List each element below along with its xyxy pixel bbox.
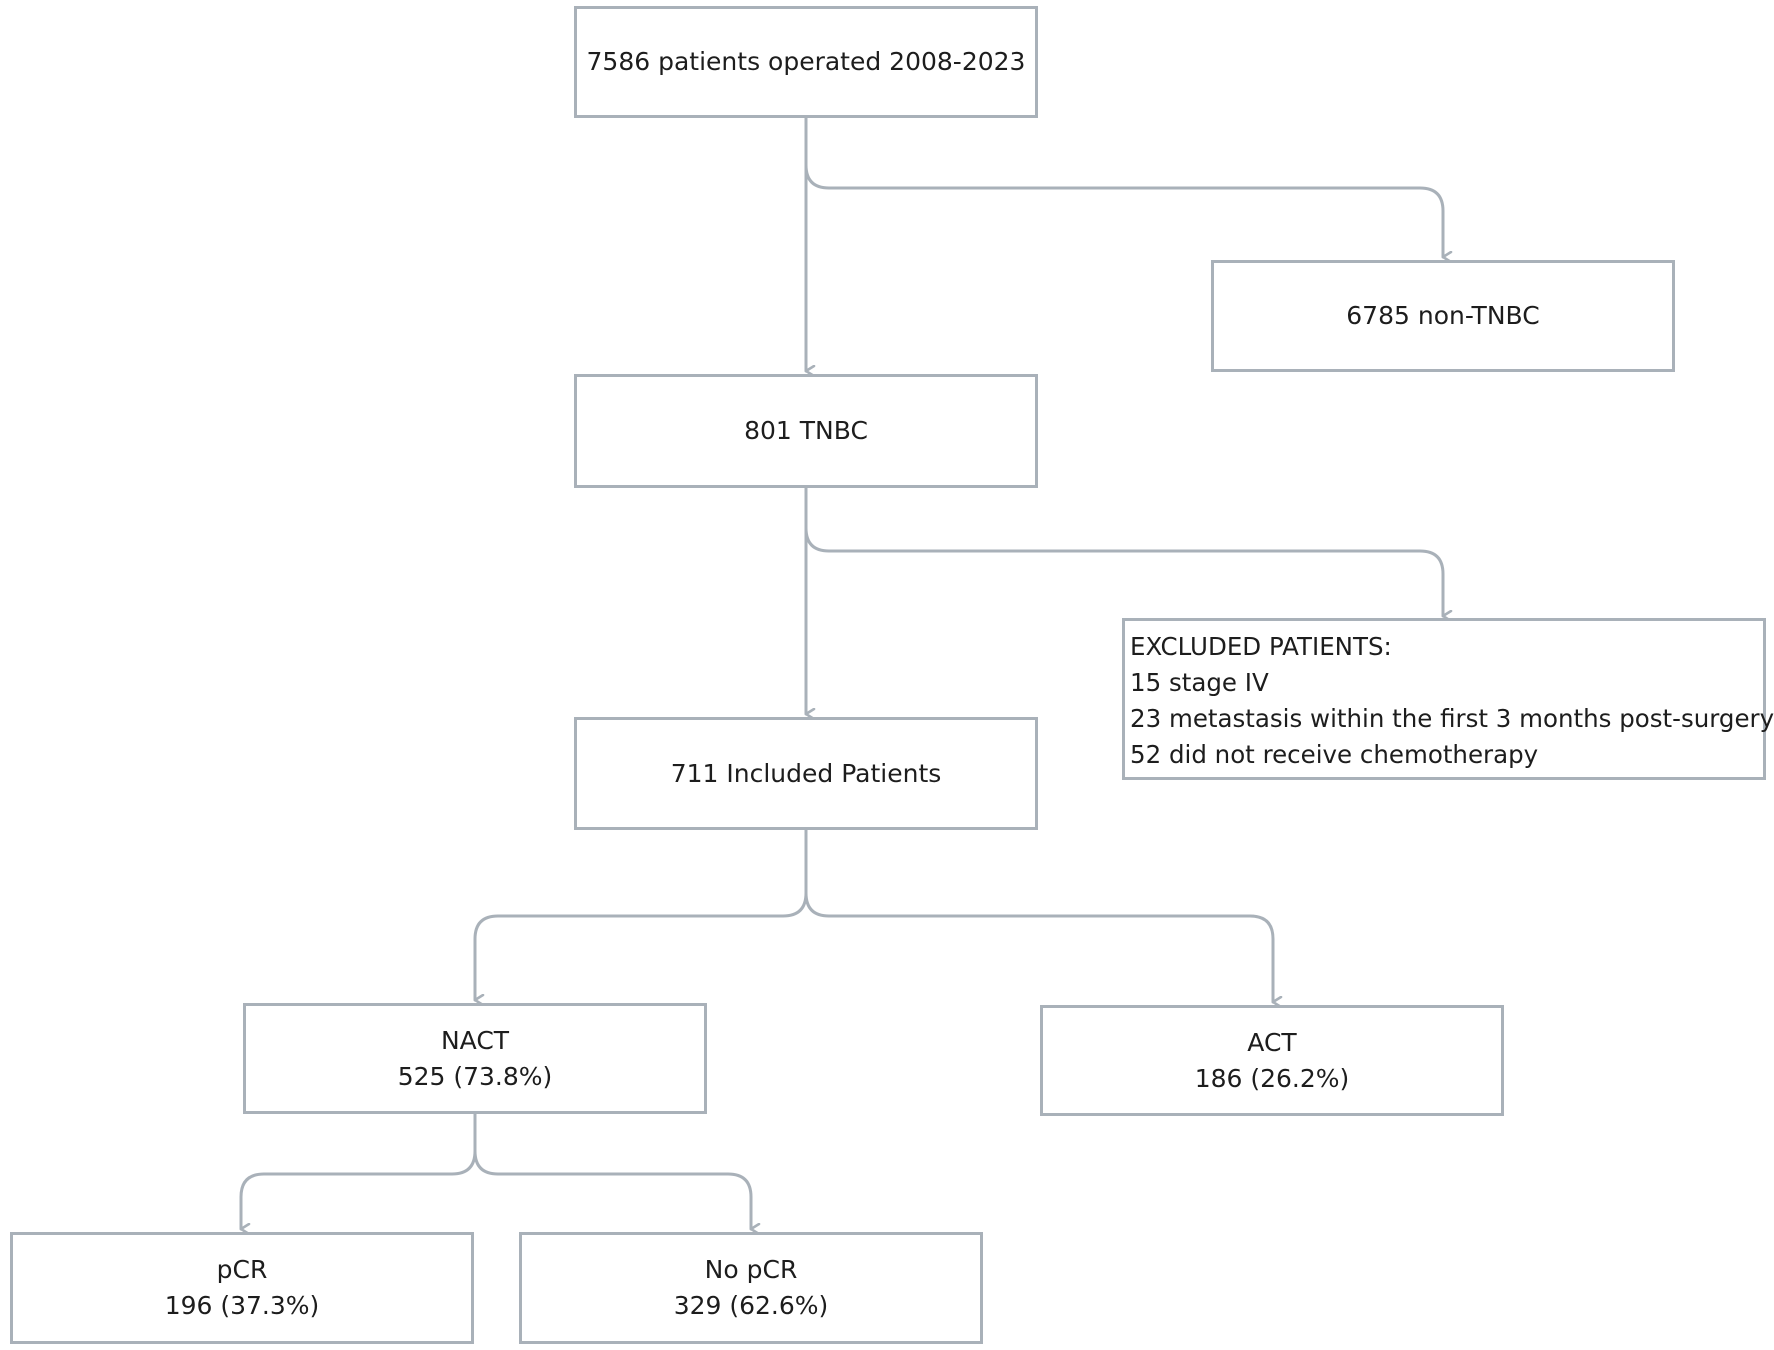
box-pcr: pCR 196 (37.3%) (10, 1232, 474, 1344)
box-excluded-patients: EXCLUDED PATIENTS: 15 stage IV 23 metast… (1122, 618, 1774, 780)
excluded-title: EXCLUDED PATIENTS: (1130, 632, 1392, 661)
included-text: 711 Included Patients (670, 758, 942, 788)
box-non-tnbc: 6785 non-TNBC (1211, 260, 1675, 372)
arrow-included-to-nact (473, 828, 808, 1000)
excluded-line-stage-iv: 15 stage IV (1130, 668, 1269, 697)
total-patients-text: 7586 patients operated 2008-2023 (586, 47, 1026, 76)
box-no-pcr: No pCR 329 (62.6%) (519, 1232, 983, 1344)
non-tnbc-text: 6785 non-TNBC (1346, 301, 1540, 330)
no-pcr-value: 329 (62.6%) (673, 1291, 829, 1320)
arrow-nact-to-pcr (239, 1112, 477, 1229)
box-nact: NACT 525 (73.8%) (243, 1003, 707, 1114)
box-act: ACT 186 (26.2%) (1040, 1005, 1504, 1116)
pcr-label: pCR (216, 1255, 268, 1284)
tnbc-text: 801 TNBC (744, 416, 868, 445)
box-total-patients: 7586 patients operated 2008-2023 (574, 6, 1038, 118)
act-value: 186 (26.2%) (1194, 1063, 1350, 1093)
nact-value: 525 (73.8%) (397, 1061, 553, 1091)
excluded-line-no-chemo: 52 did not receive chemotherapy (1130, 740, 1539, 769)
arrow-nact-to-no-pcr (473, 1149, 751, 1229)
arrow-total-to-non-tnbc (804, 163, 1443, 257)
pcr-value: 196 (37.3%) (164, 1291, 320, 1320)
act-label: ACT (1247, 1027, 1297, 1057)
arrow-included-to-act (804, 891, 1273, 1002)
no-pcr-label: No pCR (704, 1255, 798, 1284)
box-tnbc: 801 TNBC (574, 374, 1038, 488)
box-included-patients: 711 Included Patients (574, 717, 1038, 830)
arrow-tnbc-to-excluded (804, 526, 1443, 616)
nact-label: NACT (440, 1025, 510, 1055)
excluded-line-metastasis: 23 metastasis within the first 3 months … (1130, 704, 1774, 733)
